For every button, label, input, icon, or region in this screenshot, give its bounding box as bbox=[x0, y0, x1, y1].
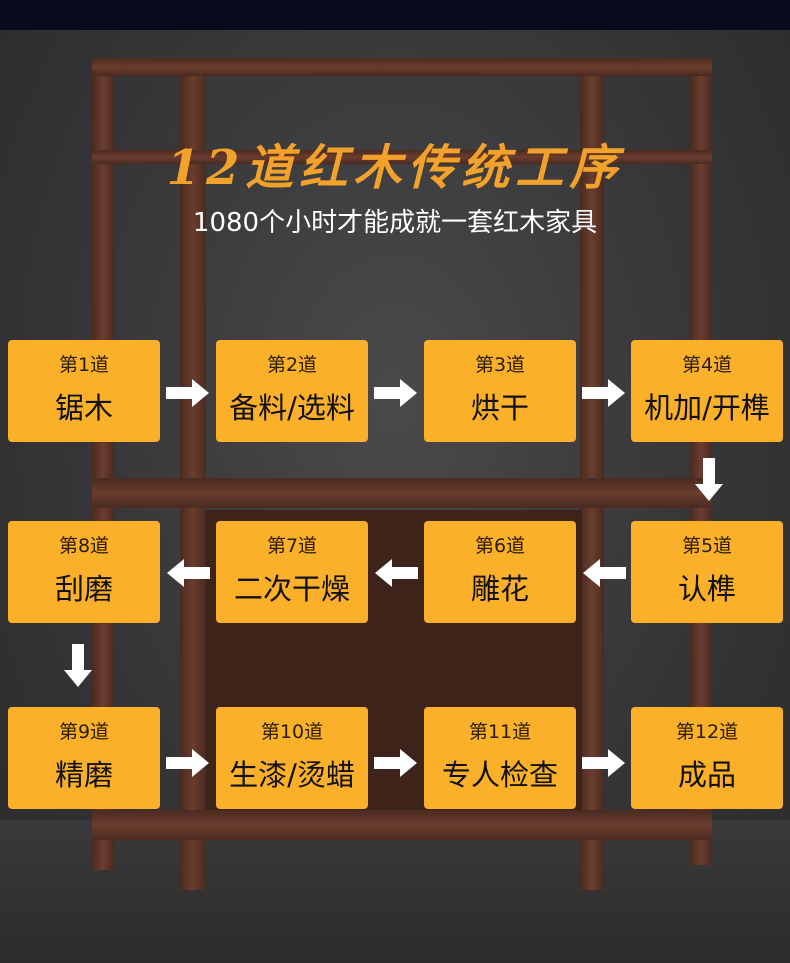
arrow-left-icon bbox=[374, 558, 418, 588]
step-number: 第4道 bbox=[681, 354, 733, 376]
step-label: 认榫 bbox=[677, 572, 736, 606]
floor bbox=[0, 820, 790, 963]
step-number: 第6道 bbox=[474, 535, 526, 557]
arrow-right-icon bbox=[582, 748, 626, 778]
step-number: 第8道 bbox=[58, 535, 110, 557]
arrow-right-icon bbox=[374, 748, 418, 778]
step-box: 第10道生漆/烫蜡 bbox=[216, 707, 368, 809]
step-label: 刮磨 bbox=[54, 572, 113, 606]
step-number: 第1道 bbox=[58, 354, 110, 376]
page-subtitle: 1080个小时才能成就一套红木家具 bbox=[192, 208, 598, 238]
step-number: 第3道 bbox=[474, 354, 526, 376]
arrow-left-icon bbox=[582, 558, 626, 588]
step-box: 第5道认榫 bbox=[631, 521, 783, 623]
top-bar bbox=[0, 0, 790, 30]
step-label: 二次干燥 bbox=[233, 572, 350, 606]
step-label: 成品 bbox=[677, 758, 736, 792]
step-box: 第1道锯木 bbox=[8, 340, 160, 442]
step-number: 第12道 bbox=[675, 721, 739, 743]
step-number: 第11道 bbox=[468, 721, 532, 743]
arrow-right-icon bbox=[582, 378, 626, 408]
step-box: 第7道二次干燥 bbox=[216, 521, 368, 623]
arrow-left-icon bbox=[166, 558, 210, 588]
arrow-right-icon bbox=[374, 378, 418, 408]
step-label: 锯木 bbox=[54, 391, 113, 425]
step-number: 第10道 bbox=[260, 721, 324, 743]
arrow-right-icon bbox=[166, 748, 210, 778]
step-box: 第2道备料/选料 bbox=[216, 340, 368, 442]
step-label: 机加/开榫 bbox=[644, 391, 770, 425]
step-box: 第8道刮磨 bbox=[8, 521, 160, 623]
step-label: 备料/选料 bbox=[229, 391, 355, 425]
step-label: 精磨 bbox=[54, 758, 113, 792]
step-number: 第5道 bbox=[681, 535, 733, 557]
step-box: 第3道烘干 bbox=[424, 340, 576, 442]
step-number: 第2道 bbox=[266, 354, 318, 376]
step-box: 第11道专人检查 bbox=[424, 707, 576, 809]
step-label: 雕花 bbox=[470, 572, 529, 606]
step-box: 第9道精磨 bbox=[8, 707, 160, 809]
arrow-right-icon bbox=[166, 378, 210, 408]
step-number: 第7道 bbox=[266, 535, 318, 557]
page-title: 12道红木传统工序 bbox=[166, 140, 624, 196]
step-box: 第4道机加/开榫 bbox=[631, 340, 783, 442]
step-label: 专人检查 bbox=[441, 758, 558, 792]
step-box: 第12道成品 bbox=[631, 707, 783, 809]
step-number: 第9道 bbox=[58, 721, 110, 743]
step-label: 烘干 bbox=[470, 391, 529, 425]
step-label: 生漆/烫蜡 bbox=[229, 758, 355, 792]
arrow-down-icon bbox=[694, 458, 738, 501]
step-box: 第6道雕花 bbox=[424, 521, 576, 623]
arrow-down-icon bbox=[63, 644, 107, 687]
